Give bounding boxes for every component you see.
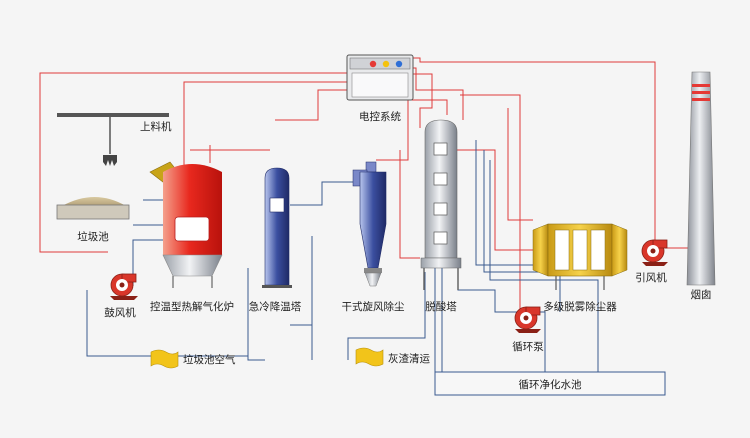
- control-lines: [39, 57, 690, 312]
- cyclone-label: 干式旋风除尘: [342, 300, 405, 313]
- water-pool: [434, 371, 666, 396]
- mist-dust-remover-label: 多级脱雾除尘器: [543, 300, 617, 313]
- ash-removal-flag-icon: [355, 347, 384, 367]
- induced-fan-label: 引风机: [635, 271, 667, 284]
- chimney-label: 烟囱: [691, 288, 712, 301]
- pit-air-label: 垃圾池空气: [183, 353, 236, 366]
- quench-tower: [262, 167, 292, 288]
- process-lines: [86, 140, 666, 396]
- control-light-red: [369, 60, 377, 68]
- water-pool-label: 循环净化水池: [519, 378, 582, 391]
- control-light-blue: [395, 60, 403, 68]
- induced-fan-icon: [641, 239, 668, 266]
- pit-air-flag-icon: [150, 349, 179, 369]
- pyrolysis-furnace: [149, 161, 223, 288]
- deacid-tower-label: 脱酸塔: [425, 300, 457, 313]
- blower-label: 鼓风机: [104, 306, 136, 319]
- control-light-yellow: [382, 60, 390, 68]
- garbage-pit-label: 垃圾池: [77, 230, 109, 243]
- ash-removal-label: 灰渣清运: [388, 352, 430, 365]
- garbage-pit: [56, 197, 130, 220]
- feeder-label: 上料机: [140, 120, 172, 133]
- mist-dust-remover: [532, 223, 628, 290]
- quench-tower-label: 急冷降温塔: [249, 300, 302, 313]
- feeder-crane: [57, 113, 169, 166]
- circulation-pump-label: 循环泵: [512, 340, 544, 353]
- blower-icon: [110, 273, 138, 300]
- circulation-pump-icon: [514, 306, 541, 333]
- chimney: [686, 71, 716, 286]
- control-system-label: 电控系统: [359, 110, 401, 123]
- control-panel: [346, 54, 414, 101]
- cyclone: [352, 161, 387, 287]
- pyrolysis-furnace-label: 控温型热解气化炉: [150, 300, 234, 313]
- deacid-tower: [420, 119, 462, 290]
